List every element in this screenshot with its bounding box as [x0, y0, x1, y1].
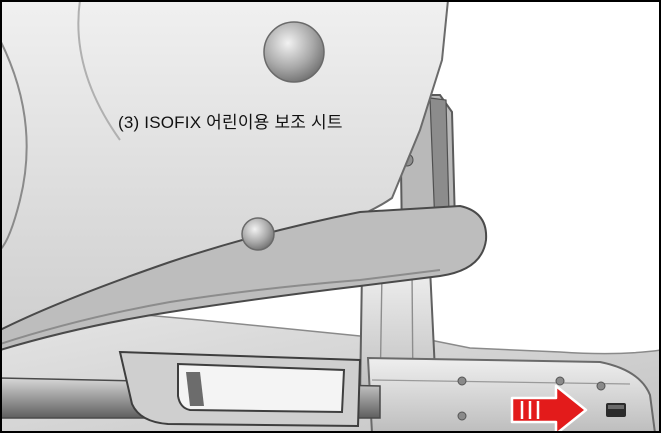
- anchor-plate: [366, 356, 657, 433]
- figure-caption: (3) ISOFIX 어린이용 보조 시트: [118, 113, 343, 132]
- insert-direction-arrow: [510, 384, 588, 433]
- upper-bolt: [263, 21, 325, 83]
- seat-base-lip: [0, 204, 488, 352]
- lower-bolt: [241, 217, 275, 251]
